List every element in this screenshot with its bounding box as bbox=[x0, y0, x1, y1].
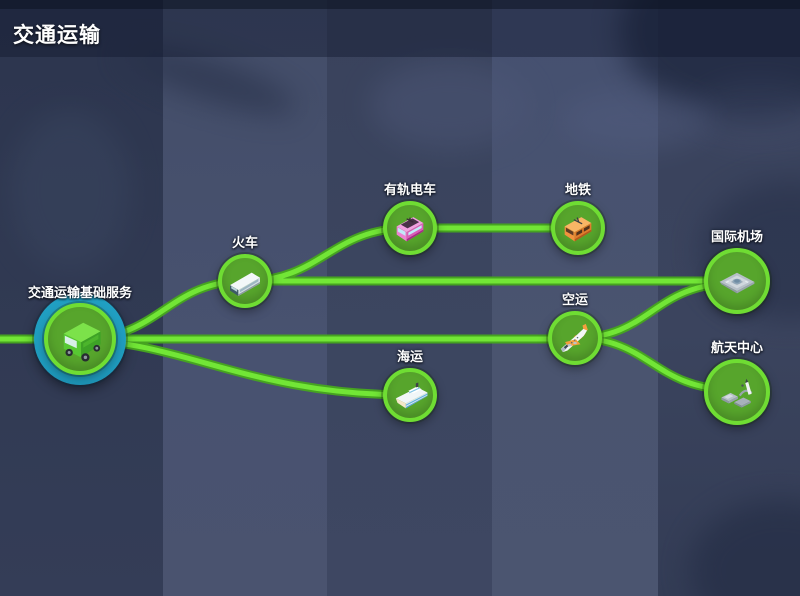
node-label: 有轨电车 bbox=[383, 182, 437, 197]
node-circle bbox=[218, 254, 272, 308]
node-circle bbox=[44, 303, 116, 375]
page-title: 交通运输 bbox=[13, 24, 101, 47]
node-circle bbox=[383, 201, 437, 255]
node-circle bbox=[551, 201, 605, 255]
node-label: 空运 bbox=[561, 292, 589, 307]
train-icon bbox=[230, 272, 260, 296]
node-ship[interactable]: 海运 bbox=[383, 349, 437, 422]
node-circle bbox=[383, 368, 437, 422]
node-space-center[interactable]: 航天中心 bbox=[704, 340, 770, 425]
bus-truck-icon bbox=[63, 322, 101, 362]
node-tram[interactable]: 有轨电车 bbox=[383, 182, 437, 255]
airport-icon bbox=[719, 272, 755, 294]
node-label: 地铁 bbox=[564, 182, 592, 197]
header-strip bbox=[0, 0, 800, 57]
node-train[interactable]: 火车 bbox=[218, 235, 272, 308]
node-label: 交通运输基础服务 bbox=[27, 285, 133, 300]
metro-icon bbox=[564, 217, 592, 242]
ship-icon bbox=[395, 382, 428, 409]
node-plane[interactable]: 空运 bbox=[548, 292, 602, 365]
node-metro[interactable]: 地铁 bbox=[551, 182, 605, 255]
tram-icon bbox=[396, 217, 424, 242]
root-teal-ring bbox=[34, 293, 126, 385]
node-airport[interactable]: 国际机场 bbox=[704, 229, 770, 314]
node-label: 国际机场 bbox=[710, 229, 764, 244]
node-circle bbox=[704, 359, 770, 425]
node-label: 海运 bbox=[396, 349, 424, 364]
node-transport-basic-service[interactable]: 交通运输基础服务 bbox=[28, 285, 132, 385]
header-strip-edge bbox=[0, 0, 800, 9]
node-circle bbox=[704, 248, 770, 314]
node-circle bbox=[548, 311, 602, 365]
space-center-icon bbox=[721, 378, 753, 408]
plane-icon bbox=[560, 323, 588, 353]
node-label: 航天中心 bbox=[710, 340, 764, 355]
node-label: 火车 bbox=[231, 235, 259, 250]
